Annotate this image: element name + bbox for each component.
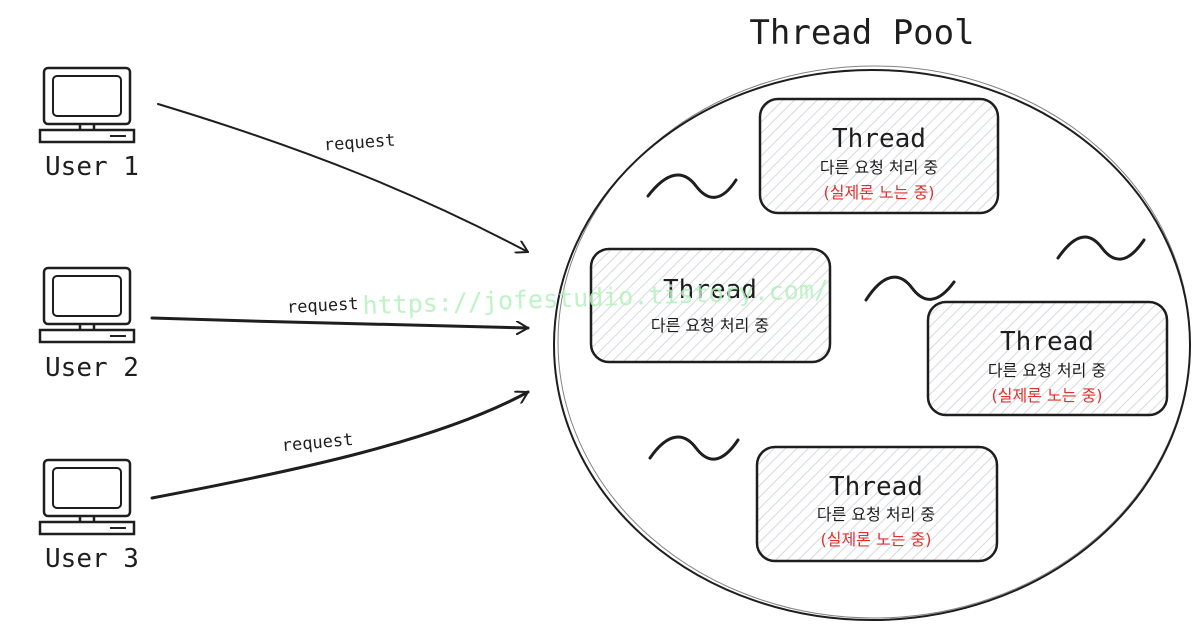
thread-box-3: Thread 다른 요청 처리 중 (실제론 노는 중) (926, 300, 1169, 417)
arrow-label: request (323, 131, 396, 156)
squiggle-line (646, 173, 738, 199)
squiggle-line (864, 275, 956, 302)
thread-note: (실제론 노는 중) (992, 386, 1103, 405)
request-arrow-3: request (150, 390, 530, 500)
user-2: User 2 (38, 266, 139, 383)
computer-icon (38, 266, 136, 344)
computer-icon (38, 66, 136, 144)
thread-title: Thread (1000, 327, 1094, 357)
thread-status: 다른 요청 처리 중 (988, 361, 1106, 380)
thread-box-4: Thread 다른 요청 처리 중 (실제론 노는 중) (755, 445, 999, 563)
thread-note: (실제론 노는 중) (821, 530, 932, 549)
user-label: User 2 (45, 353, 139, 383)
thread-status: 다른 요청 처리 중 (820, 158, 938, 177)
user-label: User 1 (45, 152, 139, 182)
arrow-label: request (286, 294, 359, 318)
thread-note: (실제론 노는 중) (824, 183, 935, 202)
user-3: User 3 (38, 458, 139, 574)
pool-title: Thread Pool (749, 13, 974, 53)
thread-title: Thread (832, 124, 926, 154)
thread-pool-circle (553, 65, 1191, 621)
user-1: User 1 (38, 66, 139, 182)
thread-status: 다른 요청 처리 중 (817, 505, 935, 524)
arrow-label: request (281, 430, 354, 456)
request-arrow-2: request (150, 294, 530, 328)
thread-title: Thread (829, 472, 923, 502)
computer-icon (38, 458, 136, 536)
thread-box-2: Thread 다른 요청 처리 중 (589, 247, 832, 364)
squiggle-line (1056, 235, 1146, 261)
squiggle-line (648, 435, 740, 461)
thread-title: Thread (663, 275, 757, 305)
thread-status: 다른 요청 처리 중 (651, 316, 769, 335)
idle-squiggles (646, 173, 1146, 461)
thread-box-1: Thread 다른 요청 처리 중 (실제론 노는 중) (758, 97, 1000, 215)
user-label: User 3 (45, 544, 139, 574)
request-arrow-1: request (157, 103, 529, 252)
